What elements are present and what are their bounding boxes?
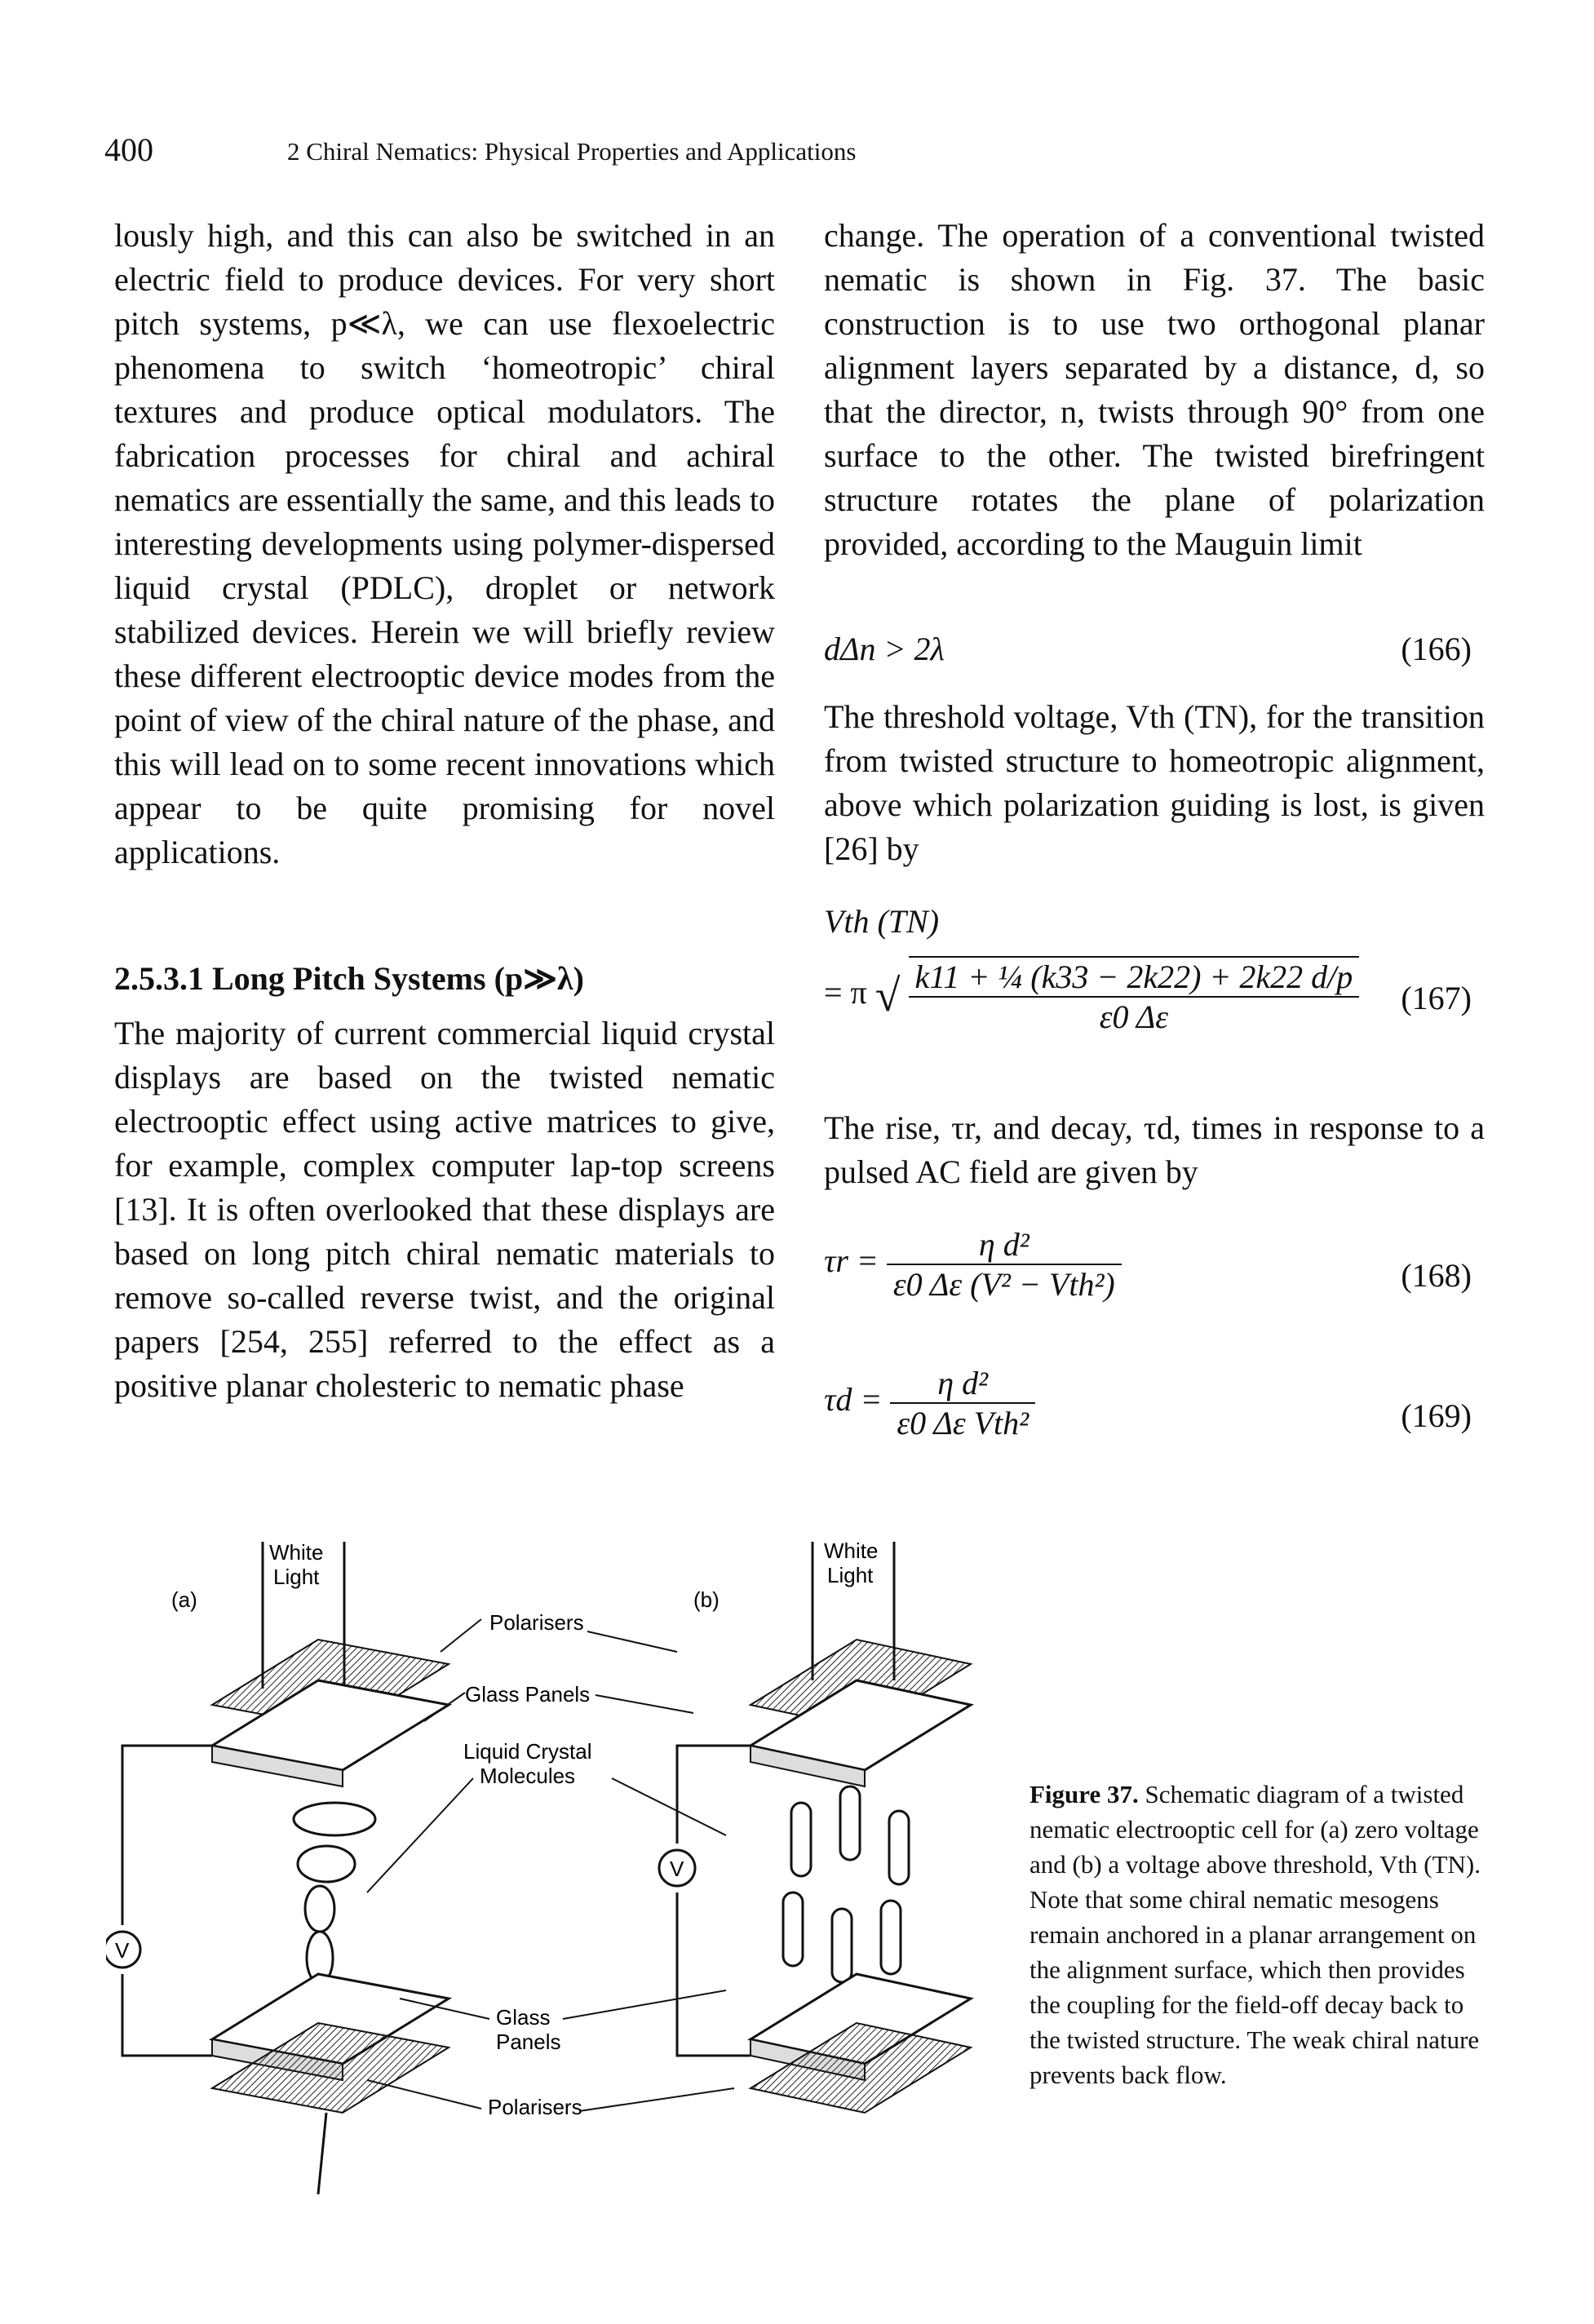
sqrt-symbol: √ bbox=[874, 971, 901, 1021]
figure-37-diagram: (a) White Light V Polarisers Glass Panel… bbox=[106, 1538, 974, 2195]
lc-molecules-label-line2: Molecules bbox=[480, 1764, 575, 1788]
glass-edge bbox=[750, 1744, 866, 1788]
equation-167-lhs: Vth (TN) bbox=[824, 903, 940, 940]
lc-molecule bbox=[292, 1801, 377, 1837]
leader-line bbox=[440, 1618, 482, 1653]
leader-line bbox=[578, 2087, 735, 2112]
voltmeter-b bbox=[658, 1848, 697, 1888]
figure-caption-label: Figure 37. bbox=[1029, 1780, 1139, 1808]
leader-line bbox=[366, 2079, 482, 2109]
paragraph-text: The majority of current commercial liqui… bbox=[114, 1015, 775, 1404]
equation-168-lhs: τr = bbox=[824, 1242, 879, 1280]
glass-edge bbox=[211, 1744, 343, 1788]
bottom-polariser-a bbox=[210, 2021, 451, 2114]
leader-line bbox=[595, 1694, 694, 1714]
equation-169-numerator: η d² bbox=[937, 1365, 989, 1401]
lc-molecule bbox=[879, 1899, 902, 1976]
equation-168-denominator: ε0 Δε (V² − Vth²) bbox=[892, 1266, 1115, 1303]
equation-166: dΔn > 2λ bbox=[824, 631, 945, 667]
panel-a-label: (a) bbox=[171, 1587, 197, 1612]
fraction-bar bbox=[908, 996, 1360, 998]
lc-molecule bbox=[830, 1907, 853, 1984]
paragraph-text: The threshold voltage, Vth (TN), for the… bbox=[824, 698, 1485, 867]
white-light-label-a-line2: Light bbox=[273, 1565, 320, 1589]
left-column-paragraph-1: lously high, and this can also be switch… bbox=[114, 214, 775, 874]
leader-line bbox=[562, 1990, 727, 2020]
equation-167: = π √ k11 + ¼ (k33 − 2k22) + 2k22 d/p ε0… bbox=[824, 956, 1360, 1036]
voltmeter-a bbox=[106, 1930, 142, 1969]
lc-molecule bbox=[790, 1801, 812, 1878]
lc-molecule bbox=[888, 1809, 910, 1886]
section-heading: 2.5.3.1 Long Pitch Systems (p≫λ) bbox=[114, 960, 584, 997]
glass-panels-top-label: Glass Panels bbox=[465, 1682, 590, 1706]
right-column-paragraph-1: change. The operation of a conventional … bbox=[824, 214, 1485, 566]
bottom-polariser-b bbox=[748, 2021, 973, 2114]
glass-panels-bottom-label-line1: Glass bbox=[496, 2005, 550, 2030]
white-light-label-b-line2: Light bbox=[827, 1563, 874, 1587]
equation-number-168: (168) bbox=[1401, 1257, 1472, 1294]
right-column-paragraph-3: The rise, τr, and decay, τd, times in re… bbox=[824, 1106, 1485, 1194]
white-light-label-b-line1: White bbox=[824, 1538, 878, 1563]
leader-line bbox=[423, 1692, 466, 1722]
equation-168-fraction: η d² ε0 Δε (V² − Vth²) bbox=[886, 1225, 1122, 1304]
polarisers-bottom-label: Polarisers bbox=[488, 2095, 582, 2119]
paragraph-text: change. The operation of a conventional … bbox=[824, 217, 1485, 562]
equation-169-lhs: τd = bbox=[824, 1381, 883, 1419]
polarisers-top-label: Polarisers bbox=[489, 1610, 584, 1635]
equation-169-fraction: η d² ε0 Δε Vth² bbox=[890, 1364, 1036, 1442]
circuit-wire bbox=[675, 1744, 751, 1844]
panel-a-drawing: (a) White Light V bbox=[106, 1540, 453, 2195]
lc-molecule bbox=[839, 1785, 861, 1861]
figure-caption: Figure 37. Schematic diagram of a twiste… bbox=[1029, 1777, 1486, 2092]
leader-line bbox=[611, 1777, 727, 1836]
left-column-paragraph-2: The majority of current commercial liqui… bbox=[114, 1011, 775, 1408]
lc-molecule bbox=[296, 1844, 356, 1884]
leader-line bbox=[587, 1631, 678, 1653]
leader-line bbox=[366, 1777, 474, 1893]
leader-line bbox=[399, 1998, 490, 2020]
equation-168: τr = η d² ε0 Δε (V² − Vth²) bbox=[824, 1225, 1122, 1304]
output-ray bbox=[317, 2112, 328, 2195]
running-title: 2 Chiral Nematics: Physical Properties a… bbox=[287, 137, 857, 166]
right-column-paragraph-2: The threshold voltage, Vth (TN), for the… bbox=[824, 695, 1485, 871]
lc-molecules-label-line1: Liquid Crystal bbox=[463, 1739, 592, 1764]
equation-169-denominator: ε0 Δε Vth² bbox=[897, 1405, 1029, 1441]
page-number: 400 bbox=[104, 131, 153, 168]
equation-number-169: (169) bbox=[1401, 1397, 1472, 1434]
equation-167-prefix: = π bbox=[824, 974, 867, 1011]
equation-167-numerator: k11 + ¼ (k33 − 2k22) + 2k22 d/p bbox=[914, 958, 1353, 995]
figure-center-labels: Polarisers Glass Panels Liquid Crystal M… bbox=[366, 1610, 735, 2119]
fraction-bar bbox=[886, 1264, 1122, 1265]
panel-b-label: (b) bbox=[693, 1587, 720, 1612]
paragraph-text: lously high, and this can also be switch… bbox=[114, 217, 775, 870]
circuit-wire bbox=[121, 1974, 212, 2057]
paragraph-text: The rise, τr, and decay, τd, times in re… bbox=[824, 1109, 1485, 1190]
white-light-label-a-line1: White bbox=[269, 1540, 323, 1565]
panel-b-drawing: (b) White Light V bbox=[658, 1538, 974, 2114]
lc-molecule bbox=[303, 1884, 336, 1933]
equation-167-fraction: k11 + ¼ (k33 − 2k22) + 2k22 d/p ε0 Δε bbox=[908, 956, 1360, 1036]
fraction-bar bbox=[890, 1402, 1036, 1404]
equation-number-167: (167) bbox=[1401, 980, 1472, 1016]
voltmeter-label-b: V bbox=[670, 1857, 684, 1881]
voltmeter-label-a: V bbox=[115, 1938, 130, 1963]
equation-169: τd = η d² ε0 Δε Vth² bbox=[824, 1364, 1036, 1442]
circuit-wire bbox=[121, 1744, 212, 1925]
equation-167-denominator: ε0 Δε bbox=[1099, 998, 1169, 1035]
glass-panels-bottom-label-line2: Panels bbox=[496, 2030, 561, 2054]
equation-number-166: (166) bbox=[1401, 631, 1472, 667]
circuit-wire bbox=[675, 1892, 751, 2057]
lc-molecule bbox=[782, 1891, 804, 1968]
equation-168-numerator: η d² bbox=[978, 1226, 1029, 1263]
figure-caption-text: Schematic diagram of a twisted nematic e… bbox=[1029, 1780, 1481, 2089]
